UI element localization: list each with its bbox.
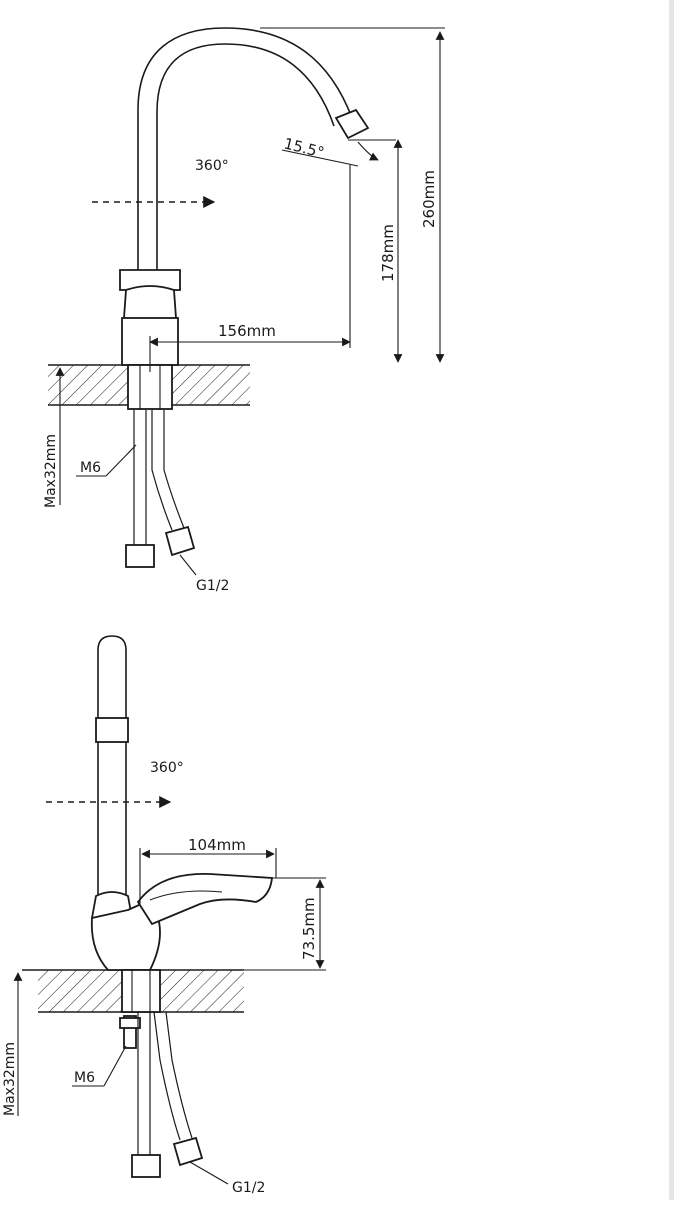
spout-collar xyxy=(95,717,129,743)
max-thickness-label: Max32mm xyxy=(2,1042,18,1116)
reach-label: 156mm xyxy=(218,322,276,340)
rotation-label: 360° xyxy=(150,760,184,776)
hose-nut-left xyxy=(131,1154,161,1178)
shank xyxy=(127,364,173,410)
aerator-tip xyxy=(334,108,370,140)
max-thickness-label: Max32mm xyxy=(43,434,59,508)
height-label: 260mm xyxy=(420,170,438,228)
stud-label: M6 xyxy=(74,1070,95,1086)
lever-handle xyxy=(136,873,273,926)
hose-right xyxy=(151,410,173,531)
hose-nut-right xyxy=(164,525,196,557)
page-edge-bar xyxy=(669,0,674,1200)
body-collar xyxy=(119,269,181,291)
hose-nut-right xyxy=(172,1136,204,1167)
bottom-faucet-drawing: 360° 104mm 73.5mm Max32mm M6 G1/2 xyxy=(2,635,326,1196)
rotation-label: 360° xyxy=(195,158,229,174)
body-joint xyxy=(123,285,177,323)
spout-height-label: 178mm xyxy=(379,224,397,282)
top-faucet-drawing: 360° 15.5° 260mm 178mm 156mm Max32mm M6 … xyxy=(43,27,445,594)
hose-right xyxy=(153,1011,181,1141)
lever-reach-label: 104mm xyxy=(188,836,246,854)
spout-inner xyxy=(156,43,335,290)
spout-upright xyxy=(97,635,127,896)
hose-nut-left xyxy=(125,544,155,568)
spout-outer xyxy=(137,27,353,290)
lever-height-label: 73.5mm xyxy=(300,897,318,960)
hose-thread-label: G1/2 xyxy=(232,1180,265,1196)
stud-label: M6 xyxy=(80,460,101,476)
angle-label: 15.5° xyxy=(282,134,326,161)
hose-thread-label: G1/2 xyxy=(196,578,229,594)
shank xyxy=(121,969,161,1013)
